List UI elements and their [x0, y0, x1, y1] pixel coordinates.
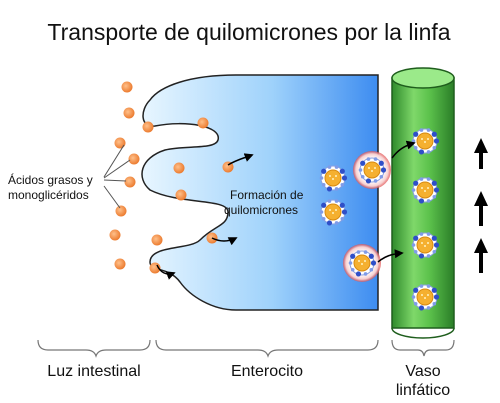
- fatty-acid-dot: [175, 189, 187, 201]
- absorption-arrows: [156, 153, 254, 280]
- vessel-label-line1: Vaso: [405, 363, 440, 380]
- fatty-acid-dot: [151, 234, 163, 246]
- chylomicron: [411, 232, 440, 259]
- flow-arrow-up-icon: [474, 138, 488, 169]
- chylomicron: [343, 244, 381, 282]
- flow-arrow-up-icon: [474, 191, 488, 226]
- fatty-acid-dot: [124, 176, 136, 188]
- enterocyte-brace: [155, 339, 379, 358]
- enterocyte-label: Enterocito: [231, 363, 303, 380]
- chylomicron: [319, 199, 348, 226]
- fatty-acid-pointer-lines: [103, 144, 131, 209]
- vessel-label-line2: linfático: [396, 382, 450, 399]
- flow-arrows: [474, 138, 488, 273]
- fatty-acids-label-line1: Ácidos grasos y: [8, 172, 93, 187]
- fatty-acids-label-line2: monoglicéridos: [8, 188, 89, 202]
- fatty-acid-dot: [197, 117, 209, 129]
- lumen-label: Luz intestinal: [47, 363, 140, 380]
- fatty-acid-dot: [128, 153, 140, 165]
- fatty-acid-dot: [115, 205, 127, 217]
- fatty-acid-dot: [109, 229, 121, 241]
- region-braces: [37, 339, 455, 358]
- fatty-acid-dot: [121, 81, 133, 93]
- export-arrows: [377, 140, 416, 263]
- chylomicron: [411, 128, 440, 155]
- chylomicron: [353, 151, 391, 189]
- chylomicron: [411, 177, 440, 204]
- fatty-acid-dot: [142, 121, 154, 133]
- chylomicron: [411, 284, 440, 311]
- chylomicrons: [319, 128, 440, 311]
- formation-label-line2: quilomicrones: [224, 203, 298, 217]
- flow-arrow-up-icon: [474, 238, 488, 273]
- fatty-acid-dot: [173, 162, 185, 174]
- lumen-brace: [37, 339, 151, 358]
- fatty-acid-dots: [109, 81, 234, 274]
- chylomicron: [319, 165, 348, 192]
- fatty-acid-dot: [114, 258, 126, 270]
- diagram-title: Transporte de quilomicrones por la linfa: [47, 19, 450, 45]
- formation-label-line1: Formación de: [230, 188, 304, 202]
- fatty-acid-dot: [123, 107, 135, 119]
- fatty-acid-dot: [114, 137, 126, 149]
- vessel-brace: [391, 339, 455, 357]
